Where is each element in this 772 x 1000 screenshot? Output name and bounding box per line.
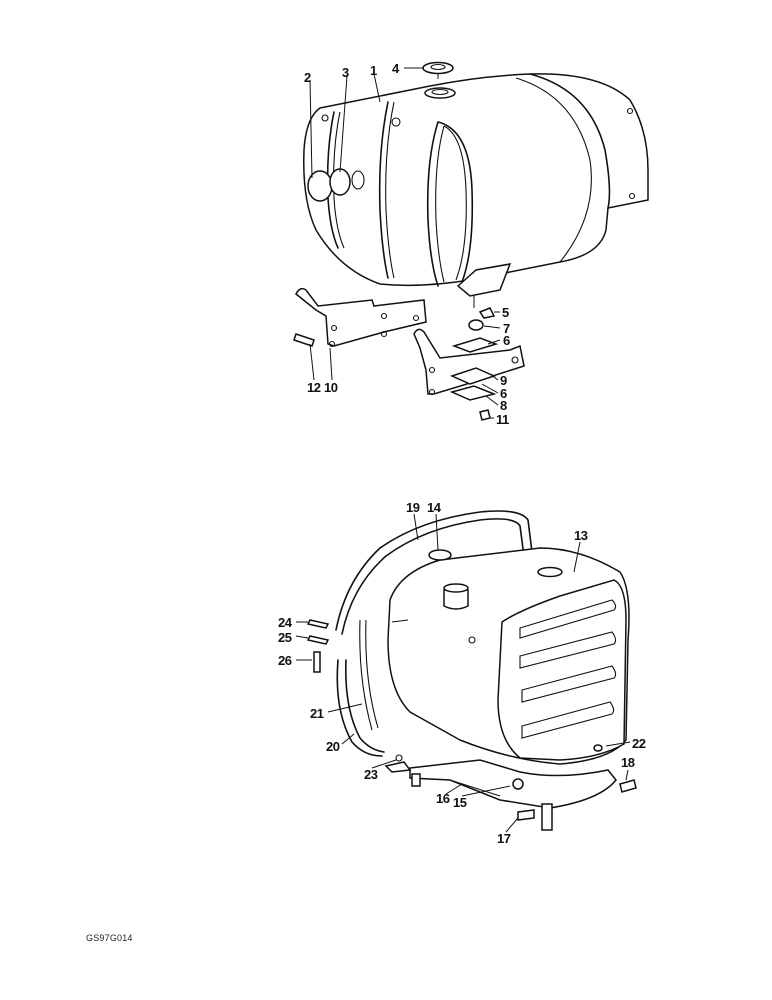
callout-7: 7 xyxy=(503,321,510,336)
callout-22: 22 xyxy=(632,736,646,751)
callout-11: 11 xyxy=(496,412,509,427)
callout-2: 2 xyxy=(304,70,311,85)
callout-19: 19 xyxy=(406,500,420,515)
callout-13: 13 xyxy=(574,528,588,543)
callout-24: 24 xyxy=(278,615,292,630)
callout-25: 25 xyxy=(278,630,292,645)
callout-16: 16 xyxy=(436,791,450,806)
callout-8: 8 xyxy=(500,398,507,413)
callout-12: 12 xyxy=(307,380,321,395)
callout-6b: 6 xyxy=(500,386,507,401)
callout-1: 1 xyxy=(370,63,377,78)
callout-15: 15 xyxy=(453,795,467,810)
callout-20: 20 xyxy=(326,739,340,754)
callout-26: 26 xyxy=(278,653,292,668)
callout-10: 10 xyxy=(324,380,338,395)
callout-14: 14 xyxy=(427,500,441,515)
callout-4: 4 xyxy=(392,61,399,76)
callout-17: 17 xyxy=(497,831,511,846)
callout-6a: 6 xyxy=(503,333,510,348)
callout-23: 23 xyxy=(364,767,378,782)
callout-3: 3 xyxy=(342,65,349,80)
callout-9: 9 xyxy=(500,373,507,388)
drawing-reference-code: GS97G014 xyxy=(86,933,133,943)
callout-5: 5 xyxy=(502,305,509,320)
callout-18: 18 xyxy=(621,755,635,770)
callout-21: 21 xyxy=(310,706,324,721)
